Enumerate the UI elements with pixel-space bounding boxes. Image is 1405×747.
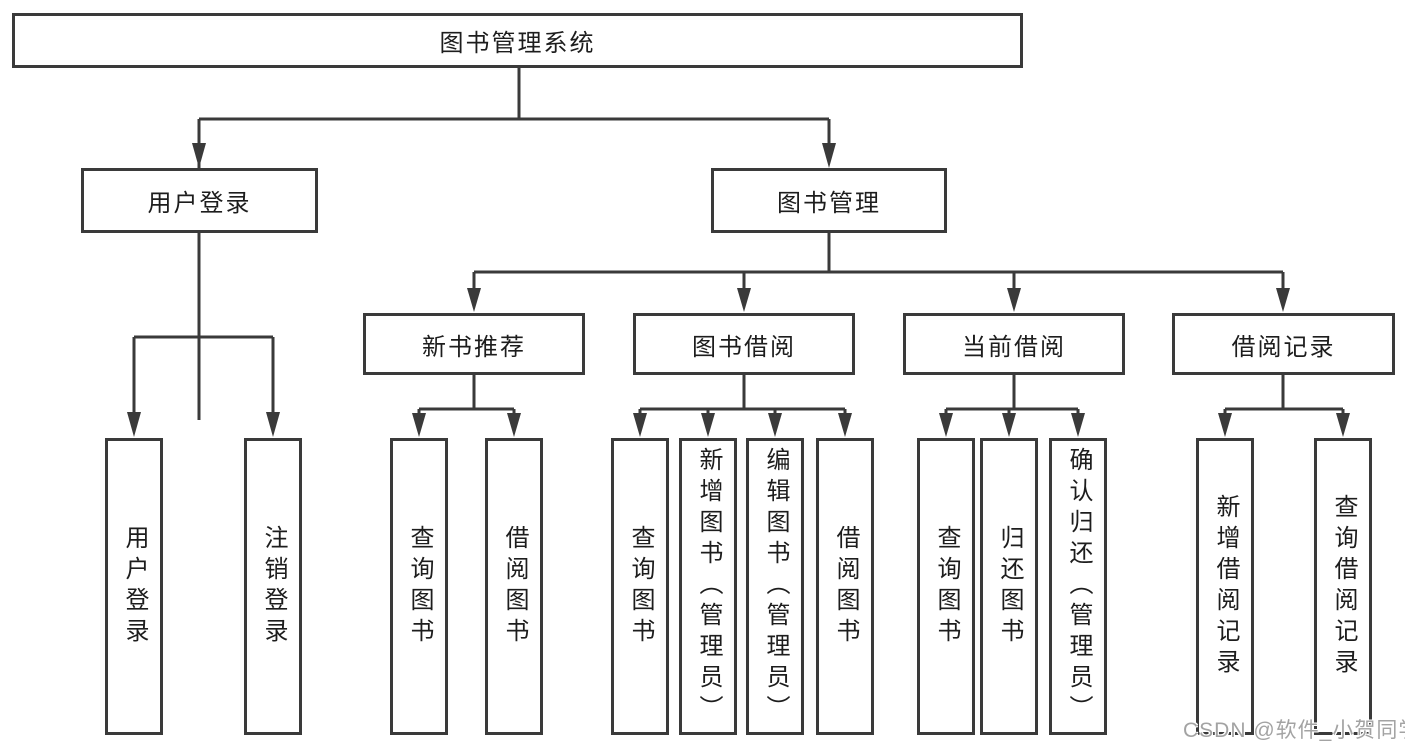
connector-new-book-recommend-to-leaves bbox=[412, 375, 521, 437]
leaf-edit-book-admin-label: 编辑图书（管理员） bbox=[762, 447, 789, 726]
node-new-book-recommend-label: 新书推荐 bbox=[422, 333, 526, 361]
csdn-watermark: CSDN @软件_小贺同学 bbox=[1183, 719, 1405, 742]
leaf-query-books-borrowing: 查询图书 bbox=[611, 438, 669, 735]
leaf-borrow-books-borrowing-label: 借阅图书 bbox=[832, 524, 859, 649]
connector-current-borrowing-to-leaves bbox=[939, 375, 1085, 437]
connector-root-to-level1 bbox=[192, 68, 836, 420]
leaf-query-books-current: 查询图书 bbox=[917, 438, 975, 735]
node-book-management: 图书管理 bbox=[711, 168, 947, 233]
leaf-add-borrow-record-label: 新增借阅记录 bbox=[1212, 493, 1239, 680]
node-book-borrowing: 图书借阅 bbox=[633, 313, 855, 375]
leaf-logout-label: 注销登录 bbox=[260, 524, 287, 649]
connector-borrowing-records-to-leaves bbox=[1218, 375, 1350, 437]
node-user-login-label: 用户登录 bbox=[147, 190, 252, 217]
connector-book-management-to-groups bbox=[467, 233, 1290, 312]
leaf-logout: 注销登录 bbox=[244, 438, 302, 735]
leaf-add-borrow-record: 新增借阅记录 bbox=[1196, 438, 1254, 735]
node-borrowing-records: 借阅记录 bbox=[1172, 313, 1395, 375]
node-new-book-recommend: 新书推荐 bbox=[363, 313, 585, 375]
connector-book-borrowing-to-leaves bbox=[633, 375, 852, 437]
node-book-borrowing-label: 图书借阅 bbox=[692, 333, 796, 361]
leaf-borrow-books-borrowing: 借阅图书 bbox=[816, 438, 874, 735]
node-root-label: 图书管理系统 bbox=[439, 30, 596, 57]
leaf-query-borrow-record-label: 查询借阅记录 bbox=[1330, 493, 1357, 680]
leaf-add-book-admin: 新增图书（管理员） bbox=[679, 438, 737, 735]
leaf-edit-book-admin: 编辑图书（管理员） bbox=[746, 438, 804, 735]
leaf-return-book: 归还图书 bbox=[980, 438, 1038, 735]
leaf-query-books-recommend: 查询图书 bbox=[390, 438, 448, 735]
leaf-query-books-recommend-label: 查询图书 bbox=[406, 524, 433, 649]
node-borrowing-records-label: 借阅记录 bbox=[1231, 333, 1336, 361]
node-current-borrowing: 当前借阅 bbox=[903, 313, 1125, 375]
leaf-query-books-borrowing-label: 查询图书 bbox=[627, 524, 654, 649]
node-root: 图书管理系统 bbox=[12, 13, 1023, 68]
leaf-user-login: 用户登录 bbox=[105, 438, 163, 735]
leaf-query-borrow-record: 查询借阅记录 bbox=[1314, 438, 1372, 735]
leaf-borrow-books-recommend: 借阅图书 bbox=[485, 438, 543, 735]
leaf-add-book-admin-label: 新增图书（管理员） bbox=[695, 447, 722, 726]
node-current-borrowing-label: 当前借阅 bbox=[962, 333, 1066, 361]
leaf-query-books-current-label: 查询图书 bbox=[933, 524, 960, 649]
leaf-return-book-label: 归还图书 bbox=[996, 524, 1023, 649]
leaf-borrow-books-recommend-label: 借阅图书 bbox=[501, 524, 528, 649]
leaf-user-login-label: 用户登录 bbox=[121, 524, 148, 649]
leaf-confirm-return-admin: 确认归还（管理员） bbox=[1049, 438, 1107, 735]
node-book-management-label: 图书管理 bbox=[777, 190, 881, 217]
connector-user-login-to-leaves bbox=[127, 233, 280, 437]
leaf-confirm-return-admin-label: 确认归还（管理员） bbox=[1065, 447, 1092, 726]
node-user-login: 用户登录 bbox=[81, 168, 318, 233]
